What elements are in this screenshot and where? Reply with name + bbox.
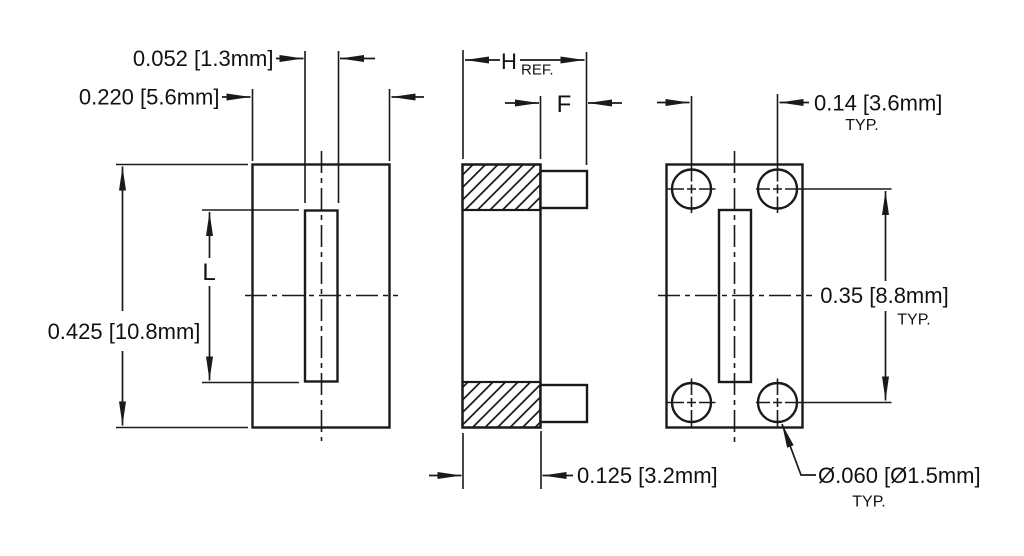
side-bottom-tab: [539, 383, 589, 424]
dim-hole-diameter: Ø.060 [Ø1.5mm] TYP.: [781, 423, 981, 511]
dim-slot-length-label: L: [202, 259, 215, 286]
dim-slot-length: L: [202, 209, 299, 384]
dim-hole-pitch-horizontal-typ: TYP.: [845, 117, 879, 134]
dim-hole-pitch-horizontal-label: 0.14 [3.6mm]: [814, 91, 942, 116]
dim-hole-pitch-vertical-typ: TYP.: [897, 312, 931, 329]
dim-height-ref-qualifier: REF.: [521, 62, 554, 79]
hole-center-marks: [667, 94, 892, 427]
side-section-view: [461, 163, 589, 429]
rear-view: [658, 94, 892, 442]
dim-hole-diameter-typ: TYP.: [852, 494, 886, 511]
dim-flange-letter: F: [557, 91, 572, 118]
section-hatch-bottom: [461, 380, 542, 429]
dim-hole-pitch-horizontal: 0.14 [3.6mm] TYP.: [657, 91, 942, 134]
dim-height-letter: H: [501, 49, 517, 74]
section-hatch-top: [461, 163, 542, 212]
dim-overall-width-label: 0.220 [5.6mm]: [79, 85, 220, 110]
dim-overall-width: 0.220 [5.6mm]: [79, 85, 424, 161]
dim-slot-width: 0.052 [1.3mm]: [133, 46, 375, 203]
dim-thickness: 0.125 [3.2mm]: [429, 431, 718, 489]
dim-overall-height-label: 0.425 [10.8mm]: [48, 319, 201, 344]
dim-hole-pitch-vertical: 0.35 [8.8mm] TYP.: [820, 191, 949, 401]
dim-overall-height: 0.425 [10.8mm]: [48, 163, 248, 429]
dim-height-ref: H REF.: [462, 49, 588, 165]
dim-flange: F: [505, 91, 622, 159]
dim-hole-pitch-vertical-label: 0.35 [8.8mm]: [820, 283, 948, 308]
front-view: [245, 151, 398, 441]
dim-hole-diameter-label: Ø.060 [Ø1.5mm]: [818, 463, 981, 488]
dim-thickness-label: 0.125 [3.2mm]: [577, 463, 718, 488]
dim-slot-width-label: 0.052 [1.3mm]: [133, 46, 274, 71]
side-top-tab: [539, 169, 589, 210]
leader-line: [781, 423, 816, 476]
